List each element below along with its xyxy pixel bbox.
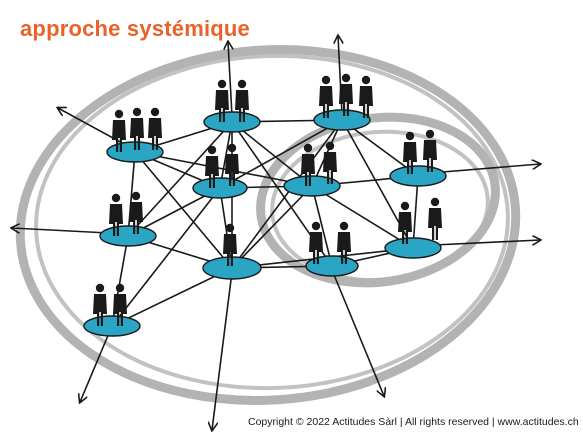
group-node xyxy=(106,107,164,163)
group-node xyxy=(99,191,157,247)
group-node xyxy=(305,221,359,277)
group-node xyxy=(389,129,447,187)
page-title: approche systémique xyxy=(20,16,250,41)
copyright-notice: Copyright © 2022 Actitudes Sàrl | All ri… xyxy=(248,416,579,428)
group-node xyxy=(283,141,341,197)
inner-ring xyxy=(256,112,500,288)
group-node xyxy=(203,79,261,133)
group-node xyxy=(384,197,442,259)
group-node xyxy=(313,73,373,131)
outer-ring xyxy=(15,45,521,405)
group-node xyxy=(83,283,141,337)
group-node xyxy=(192,143,248,199)
group-node xyxy=(202,223,262,280)
